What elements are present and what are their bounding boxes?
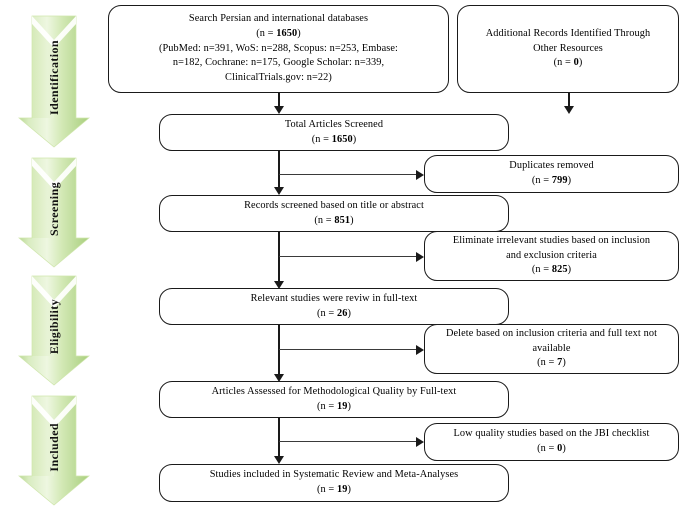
records-screened-line-2: (n = 851) — [314, 214, 354, 226]
box-relevant-fulltext: Relevant studies were reviw in full-text… — [159, 288, 509, 325]
delete-fulltext-line-2: available — [532, 342, 571, 354]
search-databases-line-5: ClinicalTrials.gov: n=22) — [225, 71, 332, 83]
total-screened-line-2: (n = 1650) — [311, 133, 357, 145]
arrow-records-to-relevant — [274, 281, 284, 289]
assessed-quality-line-1: Articles Assessed for Methodological Qua… — [211, 385, 457, 397]
box-total-screened: Total Articles Screened (n = 1650) — [159, 114, 509, 151]
connector-relevant-to-assessed — [278, 325, 280, 376]
additional-records-line-1: Additional Records Identified Through — [485, 28, 651, 40]
assessed-quality-line-2: (n = 19) — [316, 400, 352, 412]
box-delete-fulltext-unavailable: Delete based on inclusion criteria and f… — [424, 324, 679, 374]
box-studies-included: Studies included in Systematic Review an… — [159, 464, 509, 502]
arrow-relevant-to-assessed — [274, 374, 284, 382]
low-quality-line-1: Low quality studies based on the JBI che… — [453, 428, 650, 440]
arrow-relevant-to-delete — [416, 345, 424, 355]
connector-total-to-records — [278, 151, 280, 189]
relevant-fulltext-line-1: Relevant studies were reviw in full-text — [250, 292, 418, 304]
branch-relevant-to-delete — [279, 349, 422, 351]
eliminate-irrelevant-line-1: Eliminate irrelevant studies based on in… — [452, 235, 651, 247]
low-quality-line-2: (n = 0) — [537, 443, 566, 454]
relevant-fulltext-line-2: (n = 26) — [316, 307, 352, 319]
box-low-quality: Low quality studies based on the JBI che… — [424, 423, 679, 461]
arrow-assessed-to-lowquality — [416, 437, 424, 447]
duplicates-removed-line-2: (n = 799) — [531, 175, 572, 186]
connector-search-to-total — [278, 93, 280, 108]
stage-arrow-eligibility: Eligibility — [18, 268, 90, 386]
total-screened-line-1: Total Articles Screened — [284, 118, 384, 130]
eliminate-irrelevant-line-2: and exclusion criteria — [506, 249, 597, 261]
search-databases-line-1: Search Persian and international databas… — [188, 13, 369, 25]
connector-records-to-relevant — [278, 232, 280, 283]
connector-additional-to-total — [568, 93, 570, 108]
stage-arrow-screening: Screening — [18, 150, 90, 268]
stage-arrow-included: Included — [18, 388, 90, 506]
box-assessed-quality: Articles Assessed for Methodological Qua… — [159, 381, 509, 418]
branch-total-to-duplicates — [279, 174, 422, 176]
box-additional-records: Additional Records Identified Through Ot… — [457, 5, 679, 93]
records-screened-line-1: Records screened based on title or abstr… — [244, 199, 424, 211]
eliminate-irrelevant-line-3: (n = 825) — [531, 264, 572, 276]
search-databases-line-4: n=182, Cochrane: n=175, Google Scholar: … — [172, 57, 385, 69]
duplicates-removed-line-1: Duplicates removed — [509, 160, 594, 172]
branch-assessed-to-lowquality — [279, 441, 422, 443]
search-databases-line-3: (PubMed: n=391, WoS: n=288, Scopus: n=25… — [158, 42, 399, 54]
delete-fulltext-line-3: (n = 7) — [537, 357, 566, 369]
box-duplicates-removed: Duplicates removed (n = 799) — [424, 155, 679, 193]
box-records-screened: Records screened based on title or abstr… — [159, 195, 509, 232]
stage-arrow-identification: Identification — [18, 6, 90, 148]
arrow-records-to-eliminate — [416, 252, 424, 262]
arrow-assessed-to-included — [274, 456, 284, 464]
studies-included-line-2: (n = 19) — [316, 484, 352, 495]
arrow-total-to-duplicates — [416, 170, 424, 180]
arrow-additional-to-total — [564, 106, 574, 114]
box-search-databases: Search Persian and international databas… — [108, 5, 449, 93]
search-databases-line-2: (n = 1650) — [256, 28, 301, 40]
box-eliminate-irrelevant: Eliminate irrelevant studies based on in… — [424, 231, 679, 281]
arrow-total-to-records — [274, 187, 284, 195]
connector-assessed-to-included — [278, 418, 280, 458]
studies-included-line-1: Studies included in Systematic Review an… — [209, 469, 459, 481]
additional-records-line-3: (n = 0) — [553, 57, 583, 69]
arrow-search-to-total — [274, 106, 284, 114]
delete-fulltext-line-1: Delete based on inclusion criteria and f… — [445, 328, 658, 340]
branch-records-to-eliminate — [279, 256, 422, 258]
additional-records-line-2: Other Resources — [533, 42, 603, 54]
